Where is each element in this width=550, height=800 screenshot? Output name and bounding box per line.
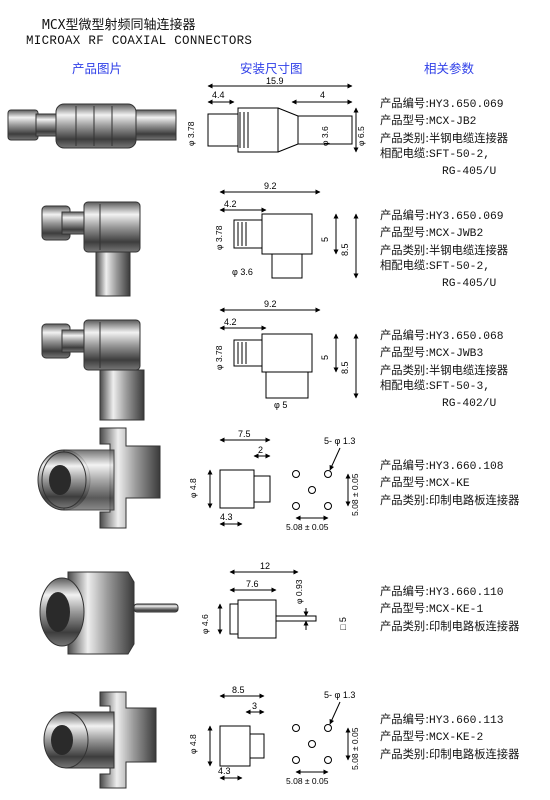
product-model: MCX-JB2: [429, 116, 477, 129]
dim-pitch-v: 5.08 ± 0.05: [350, 727, 360, 770]
dim-w1: 8.5: [232, 685, 245, 695]
column-header-params: 相关参数: [424, 61, 475, 76]
product-category: 印制电路板连接器: [429, 493, 520, 507]
dim-d1: φ 3.78: [186, 121, 196, 146]
dim-pitch-h: 5.08 ± 0.05: [286, 776, 329, 786]
dim-w1: 9.2: [264, 299, 277, 309]
product-model: MCX-KE-2: [429, 732, 484, 745]
dim-d1: φ 4.8: [188, 734, 198, 754]
dim-right: 4: [320, 90, 325, 100]
product-code: HY3.650.068: [429, 331, 504, 343]
column-header-drawing: 安装尺寸图: [240, 61, 303, 76]
dim-w3: 4.3: [220, 512, 233, 522]
drawing-mcx-jwb3: 9.2 4.2 φ 3.78 5 8.5 φ 5: [214, 299, 359, 410]
drawing-mcx-jb2: 15.9 4.4 4 φ 3.78 φ 3.6 φ 6.5: [186, 76, 366, 153]
product-cable-1: SFT-50-3,: [429, 380, 491, 393]
product-row-5: 12 7.6 φ 4.6 φ 0.93 □ 5 产品编号:HY3.660.110…: [0, 560, 550, 670]
dim-h1: 5: [320, 237, 330, 242]
product-cable-2: RG-405/U: [442, 166, 497, 179]
page-title-en: MICROAX RF COAXIAL CONNECTORS: [26, 34, 253, 48]
dim-pitch-v: 5.08 ± 0.05: [350, 473, 360, 516]
params-block-1: 产品编号:HY3.650.069 产品型号:MCX-JB2 产品类别:半钢电缆连…: [380, 97, 509, 179]
product-photo-mcx-jb2: [7, 103, 177, 149]
product-row-3: 9.2 4.2 φ 3.78 5 8.5 φ 5 产品编号:HY3.650.06…: [0, 298, 550, 421]
product-category: 印制电路板连接器: [429, 619, 520, 633]
product-cable-2: RG-405/U: [442, 278, 497, 291]
product-photo-mcx-ke: [37, 427, 161, 529]
product-category: 半钢电缆连接器: [429, 363, 509, 377]
product-code: HY3.660.108: [429, 461, 504, 473]
product-cable-2: RG-402/U: [442, 398, 497, 411]
drawing-mcx-jwb2: 9.2 4.2 φ 3.78 5 8.5 φ 3.6: [214, 181, 359, 279]
product-row-1: 15.9 4.4 4 φ 3.78 φ 3.6 φ 6.5 产品编号:HY3.6…: [0, 76, 550, 190]
product-category: 半钢电缆连接器: [429, 131, 509, 145]
dim-holes: 5- φ 1.3: [324, 436, 355, 446]
dim-d2: φ 5: [274, 400, 287, 410]
dim-left: 4.4: [212, 90, 225, 100]
params-block-5: 产品编号:HY3.660.110 产品型号:MCX-KE-1 产品类别:印制电路…: [380, 585, 520, 633]
product-model: MCX-KE-1: [429, 604, 484, 617]
drawing-mcx-ke-2: 8.5 3 φ 4.8 4.3 5- φ 1.3 5.08 ± 0.05 5.0…: [188, 685, 360, 786]
product-cable-1: SFT-50-2,: [429, 148, 491, 161]
dim-d1: φ 3.78: [214, 345, 224, 370]
dim-h2: 8.5: [340, 361, 350, 374]
dim-holes: 5- φ 1.3: [324, 690, 355, 700]
product-code: HY3.660.113: [429, 715, 504, 727]
product-model: MCX-JWB3: [429, 348, 484, 361]
product-cable-1: SFT-50-2,: [429, 260, 491, 273]
product-row-2: 9.2 4.2 φ 3.78 5 8.5 φ 3.6 产品编号:HY3.650.…: [0, 180, 550, 300]
dim-w2: 4.2: [224, 199, 237, 209]
dim-w3: 4.3: [218, 766, 231, 776]
params-block-2: 产品编号:HY3.650.069 产品型号:MCX-JWB2 产品类别:半钢电缆…: [380, 209, 509, 291]
dim-h1: 5: [320, 355, 330, 360]
product-category: 半钢电缆连接器: [429, 243, 509, 257]
params-block-6: 产品编号:HY3.660.113 产品型号:MCX-KE-2 产品类别:印制电路…: [380, 713, 520, 761]
product-code: HY3.660.110: [429, 587, 504, 599]
dim-w2: 3: [252, 701, 257, 711]
product-category: 印制电路板连接器: [429, 747, 520, 761]
column-header-photo: 产品图片: [72, 61, 123, 76]
dim-pitch-h: 5.08 ± 0.05: [286, 522, 329, 532]
dim-w2: 4.2: [224, 317, 237, 327]
dim-w2: 2: [258, 445, 263, 455]
params-block-4: 产品编号:HY3.660.108 产品型号:MCX-KE 产品类别:印制电路板连…: [380, 459, 520, 507]
product-code: HY3.650.069: [429, 211, 504, 223]
product-photo-mcx-ke-2: [43, 691, 157, 789]
drawing-mcx-ke: 7.5 2 φ 4.8 4.3 5- φ 1.3 5.08 ± 0.05 5.0…: [188, 429, 360, 532]
product-model: MCX-JWB2: [429, 228, 484, 241]
product-row-4: 7.5 2 φ 4.8 4.3 5- φ 1.3 5.08 ± 0.05 5.0…: [0, 420, 550, 550]
product-photo-mcx-ke-1: [39, 571, 179, 655]
params-block-3: 产品编号:HY3.650.068 产品型号:MCX-JWB3 产品类别:半钢电缆…: [380, 329, 509, 411]
product-photo-mcx-jwb3: [41, 319, 145, 421]
product-code: HY3.650.069: [429, 99, 504, 111]
dim-w2: 7.6: [246, 579, 259, 589]
dim-d1: φ 4.8: [188, 478, 198, 498]
page-title-cn: MCX型微型射频同轴连接器: [42, 18, 196, 33]
dim-w1: 9.2: [264, 181, 277, 191]
dim-d1: φ 3.78: [214, 225, 224, 250]
dim-w1: 7.5: [238, 429, 251, 439]
product-row-6: 8.5 3 φ 4.8 4.3 5- φ 1.3 5.08 ± 0.05 5.0…: [0, 682, 550, 800]
product-photo-mcx-jwb2: [41, 201, 141, 297]
drawing-mcx-ke-1: 12 7.6 φ 4.6 φ 0.93 □ 5: [200, 561, 348, 639]
dim-d2: φ 0.93: [294, 579, 304, 604]
dim-d1: φ 4.6: [200, 614, 210, 634]
dim-d3: φ 6.5: [356, 126, 366, 146]
product-model: MCX-KE: [429, 478, 470, 491]
dim-d2: φ 3.6: [320, 126, 330, 146]
dim-h2: 8.5: [340, 243, 350, 256]
dim-d2: φ 3.6: [232, 267, 253, 277]
dim-w1: 12: [260, 561, 270, 571]
dim-overall: 15.9: [266, 76, 284, 86]
dim-square: □ 5: [338, 617, 348, 630]
